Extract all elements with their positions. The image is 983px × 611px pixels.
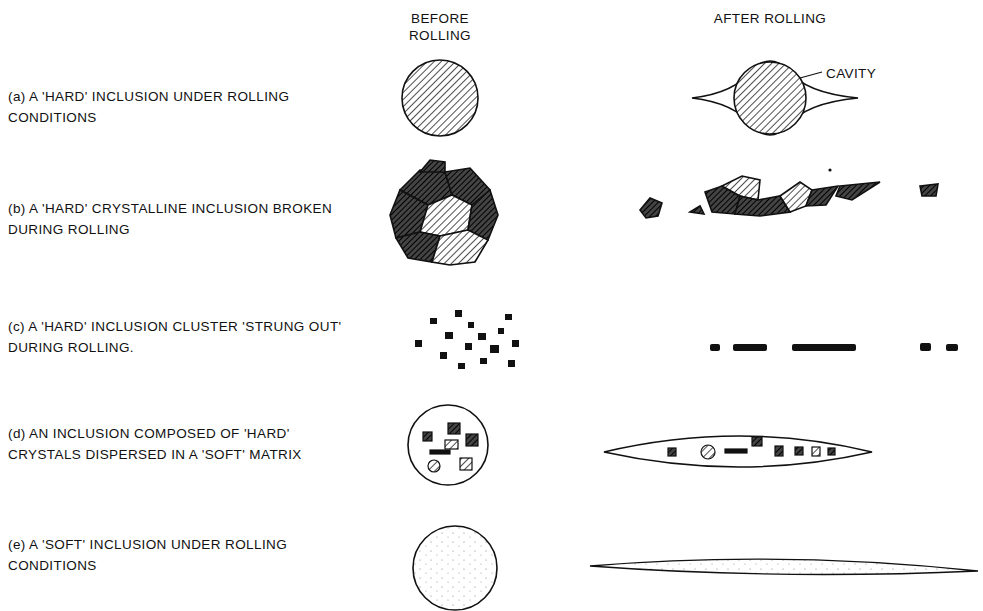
hard-inclusion <box>734 62 806 134</box>
column-heading: BEFORE ROLLING <box>380 10 500 44</box>
inclusion-cluster <box>415 310 519 369</box>
callout-label: CAVITY <box>824 63 878 84</box>
crystalline-inclusion <box>390 160 498 265</box>
broken-fragments <box>640 176 938 218</box>
row-caption: (e) A 'SOFT' INCLUSION UNDER ROLLING CON… <box>8 534 338 576</box>
strung-out-inclusions <box>710 343 958 351</box>
row-caption: (b) A 'HARD' CRYSTALLINE INCLUSION BROKE… <box>8 198 338 240</box>
row-caption: (a) A 'HARD' INCLUSION UNDER ROLLING CON… <box>8 86 338 128</box>
hard-crystals <box>668 437 835 459</box>
hard-crystals <box>423 423 478 472</box>
duplex-inclusion <box>408 405 488 485</box>
soft-inclusion <box>413 526 497 610</box>
row-caption: (c) A 'HARD' INCLUSION CLUSTER 'STRUNG O… <box>8 316 353 358</box>
elongated-soft-inclusion <box>590 559 978 574</box>
leader-line <box>800 72 822 78</box>
hard-inclusion <box>402 60 478 136</box>
column-heading: AFTER ROLLING <box>710 10 830 27</box>
row-caption: (d) AN INCLUSION COMPOSED OF 'HARD' CRYS… <box>8 423 338 465</box>
elongated-matrix <box>604 436 872 467</box>
